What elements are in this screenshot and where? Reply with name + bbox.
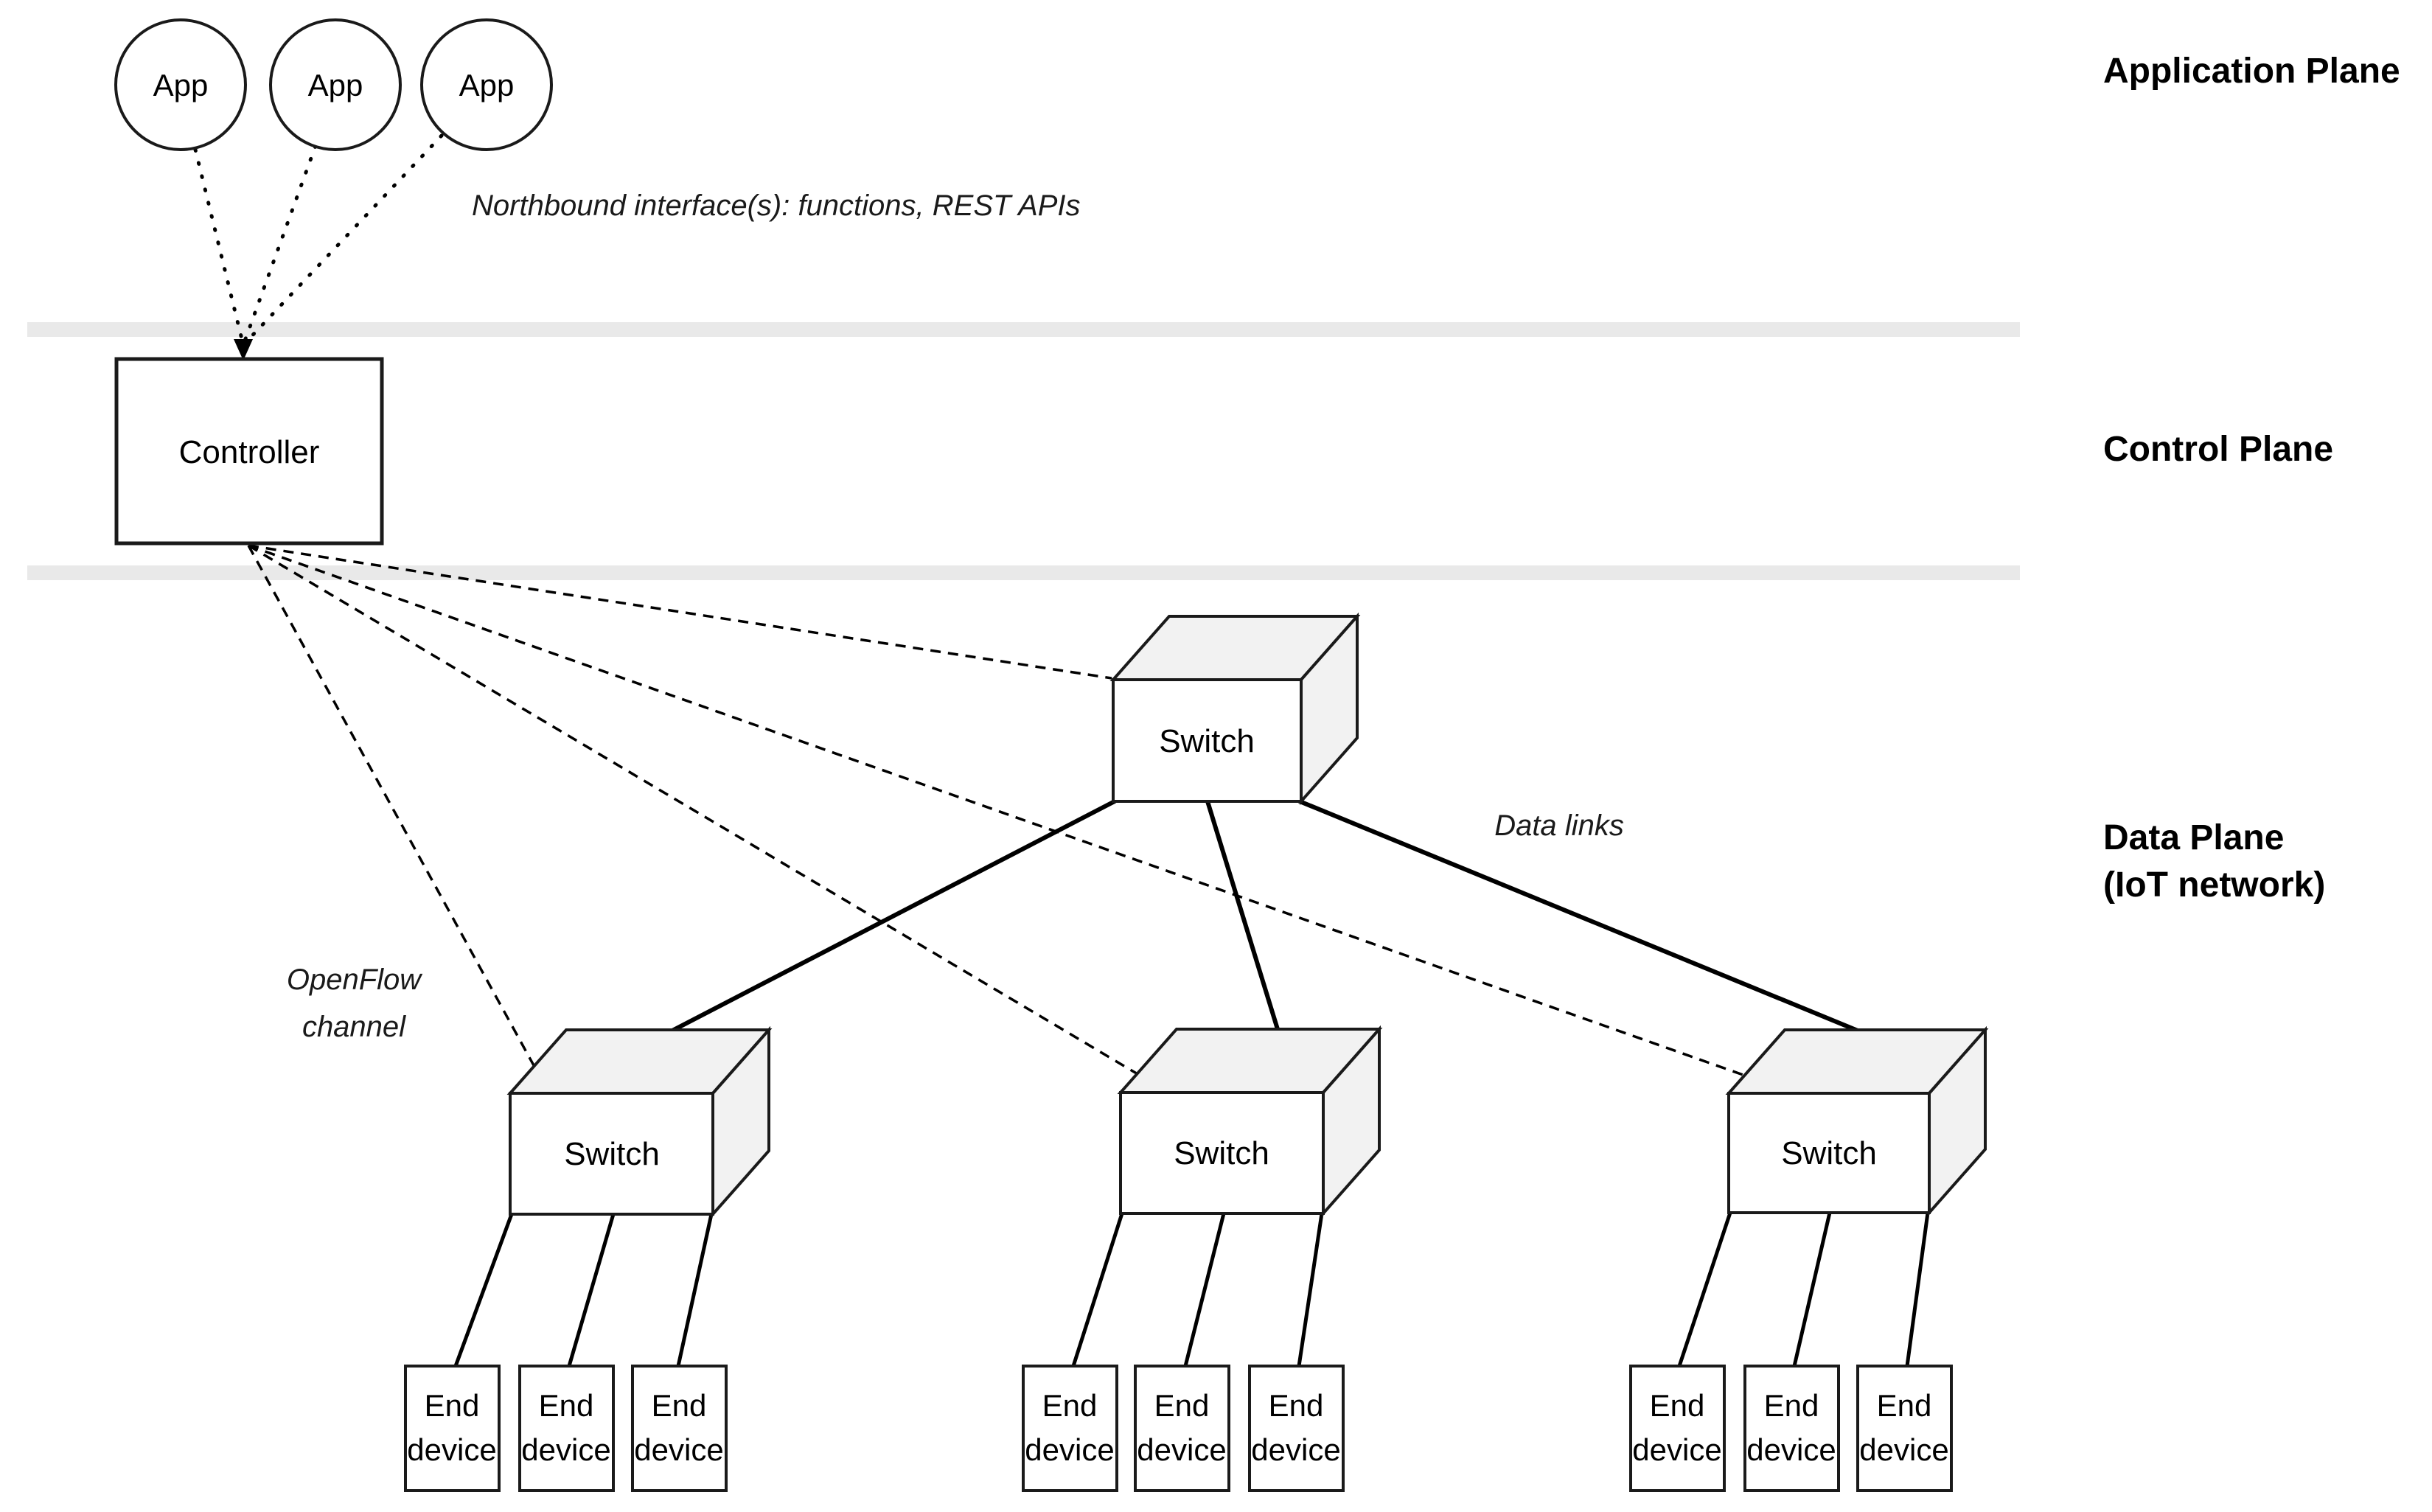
controller-leftswitch-link bbox=[247, 545, 536, 1067]
end-device-7: End device bbox=[1629, 1365, 1726, 1492]
openflow-annotation-line2: channel bbox=[302, 1011, 406, 1043]
switch-front-face bbox=[1727, 1092, 1931, 1214]
controller-node: Controller bbox=[114, 357, 384, 546]
data-plane-label-line2: (IoT network) bbox=[2103, 865, 2325, 905]
end-device-label-line1: End bbox=[425, 1388, 480, 1423]
end-device-label-line1: End bbox=[1154, 1388, 1210, 1423]
end-device-5: End device bbox=[1134, 1365, 1230, 1492]
end-device-label-line1: End bbox=[1650, 1388, 1705, 1423]
app3-controller-link bbox=[241, 133, 444, 347]
end-device-nodes: End device End device End device End dev… bbox=[404, 1365, 1953, 1492]
app-node-3-label: App bbox=[459, 68, 515, 102]
openflow-annotation-line1: OpenFlow bbox=[287, 964, 423, 996]
access-links bbox=[453, 1210, 1930, 1368]
end-device-label-line2: device bbox=[634, 1432, 723, 1467]
leftswitch-device1-link bbox=[453, 1212, 514, 1368]
application-plane-label: Application Plane bbox=[2103, 52, 2400, 91]
end-device-box bbox=[404, 1365, 501, 1492]
openflow-channel-links bbox=[247, 544, 1748, 1078]
switch-node-left: Switch bbox=[506, 1025, 773, 1219]
rightswitch-device7-link bbox=[1677, 1210, 1732, 1368]
control-plane-label: Control Plane bbox=[2103, 430, 2333, 469]
end-device-label-line1: End bbox=[1269, 1388, 1324, 1423]
controller-middleswitch-link bbox=[248, 544, 1140, 1076]
switch-left-label: Switch bbox=[564, 1136, 660, 1172]
rightswitch-device9-link bbox=[1905, 1210, 1930, 1368]
end-device-label-line2: device bbox=[1632, 1432, 1721, 1467]
controller-label: Controller bbox=[179, 434, 320, 470]
switch-front-face bbox=[1119, 1091, 1325, 1215]
data-links-annotation: Data links bbox=[1494, 809, 1624, 842]
switch-node-top: Switch bbox=[1109, 612, 1361, 806]
application-nodes: App App App bbox=[114, 18, 553, 151]
leftswitch-device3-link bbox=[676, 1212, 714, 1368]
end-device-box bbox=[518, 1365, 615, 1492]
end-device-1: End device bbox=[404, 1365, 501, 1492]
end-device-9: End device bbox=[1856, 1365, 1953, 1492]
middleswitch-device6-link bbox=[1297, 1211, 1324, 1368]
end-device-label-line1: End bbox=[652, 1388, 707, 1423]
middleswitch-device5-link bbox=[1183, 1211, 1226, 1368]
end-device-label-line2: device bbox=[1859, 1432, 1948, 1467]
topswitch-leftswitch-link bbox=[667, 799, 1117, 1034]
plane-divider-control-data bbox=[27, 565, 2020, 580]
controller-topswitch-link bbox=[248, 544, 1112, 680]
topswitch-middleswitch-link bbox=[1205, 799, 1280, 1031]
end-device-label-line2: device bbox=[1746, 1432, 1836, 1467]
end-device-8: End device bbox=[1743, 1365, 1840, 1492]
end-device-box bbox=[1856, 1365, 1953, 1492]
end-device-label-line2: device bbox=[407, 1432, 496, 1467]
end-device-label-line2: device bbox=[1025, 1432, 1114, 1467]
end-device-box bbox=[1629, 1365, 1726, 1492]
end-device-box bbox=[1022, 1365, 1118, 1492]
end-device-label-line2: device bbox=[1137, 1432, 1226, 1467]
rightswitch-device8-link bbox=[1792, 1210, 1832, 1368]
end-device-box bbox=[1134, 1365, 1230, 1492]
end-device-box bbox=[631, 1365, 728, 1492]
end-device-label-line1: End bbox=[1764, 1388, 1819, 1423]
app-node-3 bbox=[420, 18, 553, 151]
switch-middle-label: Switch bbox=[1174, 1135, 1269, 1171]
app-node-1-label: App bbox=[153, 68, 209, 102]
switch-right-label: Switch bbox=[1781, 1135, 1877, 1171]
end-device-box bbox=[1743, 1365, 1840, 1492]
leftswitch-device2-link bbox=[567, 1212, 616, 1368]
app2-controller-link bbox=[241, 144, 318, 347]
end-device-label-line1: End bbox=[1042, 1388, 1098, 1423]
controller-box bbox=[114, 357, 384, 546]
plane-divider-application-control bbox=[27, 322, 2020, 337]
end-device-label-line1: End bbox=[539, 1388, 594, 1423]
end-device-label-line1: End bbox=[1877, 1388, 1932, 1423]
switch-node-middle: Switch bbox=[1117, 1025, 1383, 1218]
app-node-1 bbox=[114, 18, 247, 151]
end-device-box bbox=[1248, 1365, 1345, 1492]
app-node-2-label: App bbox=[308, 68, 363, 102]
end-device-label-line2: device bbox=[1251, 1432, 1340, 1467]
end-device-2: End device bbox=[518, 1365, 615, 1492]
app-node-2 bbox=[269, 18, 402, 151]
northbound-links bbox=[193, 133, 444, 347]
switch-top-label: Switch bbox=[1159, 723, 1255, 759]
end-device-3: End device bbox=[631, 1365, 728, 1492]
arrowhead-into-controller bbox=[234, 339, 253, 360]
end-device-6: End device bbox=[1248, 1365, 1345, 1492]
switch-node-right: Switch bbox=[1725, 1025, 1989, 1217]
topswitch-rightswitch-link bbox=[1297, 799, 1860, 1033]
northbound-annotation: Northbound interface(s): functions, REST… bbox=[472, 189, 1081, 222]
switch-front-face bbox=[509, 1092, 714, 1216]
end-device-label-line2: device bbox=[521, 1432, 610, 1467]
switch-front-face bbox=[1112, 678, 1303, 803]
data-links bbox=[667, 799, 1860, 1034]
end-device-4: End device bbox=[1022, 1365, 1118, 1492]
app1-controller-link bbox=[193, 147, 245, 347]
middleswitch-device4-link bbox=[1071, 1211, 1124, 1368]
data-plane-label-line1: Data Plane bbox=[2103, 818, 2284, 857]
